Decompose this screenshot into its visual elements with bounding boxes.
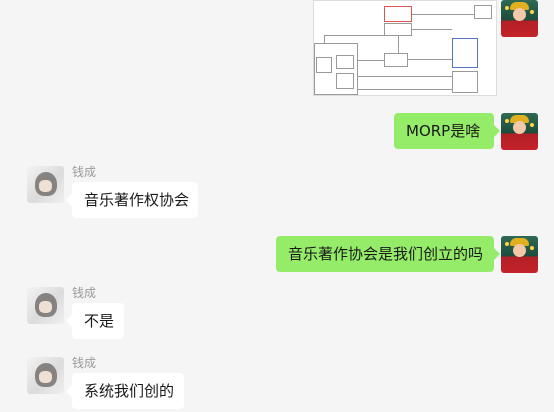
avatar-hat-shape xyxy=(510,238,529,246)
diagram-edge xyxy=(408,59,452,60)
message-bubble-contact[interactable]: 系统我们创的 xyxy=(66,373,184,409)
contact-avatar[interactable] xyxy=(27,357,64,394)
avatar-hat-shape xyxy=(510,115,529,123)
decoration-dot xyxy=(530,246,534,250)
contact-avatar[interactable] xyxy=(27,287,64,324)
diagram-node xyxy=(474,5,492,19)
avatar-face-shape xyxy=(39,371,52,383)
sender-name: 钱成 xyxy=(72,286,97,300)
diagram-node xyxy=(452,38,478,68)
message-bubble-self[interactable]: MORP是啥 xyxy=(394,113,500,149)
diagram-node xyxy=(336,73,354,89)
avatar-face-shape xyxy=(513,244,526,257)
diagram-edge xyxy=(358,60,384,61)
diagram-edge xyxy=(324,35,325,43)
message-bubble-self[interactable]: 音乐著作协会是我们创立的吗 xyxy=(276,236,500,272)
avatar-hat-shape xyxy=(510,2,529,10)
self-avatar[interactable] xyxy=(501,113,538,150)
diagram-node xyxy=(384,6,412,22)
message-bubble-contact[interactable]: 音乐著作权协会 xyxy=(66,182,198,218)
diagram-edge xyxy=(398,36,399,53)
avatar-face-shape xyxy=(39,180,52,192)
diagram-node xyxy=(336,55,354,69)
decoration-dot xyxy=(530,10,534,14)
diagram-node xyxy=(316,57,332,73)
diagram-edge xyxy=(412,14,474,15)
diagram-edge xyxy=(324,35,384,36)
diagram-edge xyxy=(358,76,452,77)
avatar-face-shape xyxy=(39,301,52,313)
self-avatar[interactable] xyxy=(501,236,538,273)
contact-avatar[interactable] xyxy=(27,166,64,203)
decoration-dot xyxy=(505,119,509,123)
sender-name: 钱成 xyxy=(72,356,97,370)
sender-name: 钱成 xyxy=(72,165,97,179)
avatar-face-shape xyxy=(513,8,526,21)
diagram-edge xyxy=(358,89,452,90)
diagram-node xyxy=(384,53,408,67)
decoration-dot xyxy=(530,123,534,127)
message-bubble-contact[interactable]: 不是 xyxy=(66,303,124,339)
diagram-node xyxy=(452,71,478,93)
decoration-dot xyxy=(505,6,509,10)
diagram-node xyxy=(384,23,412,36)
avatar-face-shape xyxy=(513,121,526,134)
self-avatar[interactable] xyxy=(501,0,538,37)
diagram-edge xyxy=(412,29,452,30)
shared-image-message[interactable] xyxy=(313,0,497,96)
decoration-dot xyxy=(505,242,509,246)
